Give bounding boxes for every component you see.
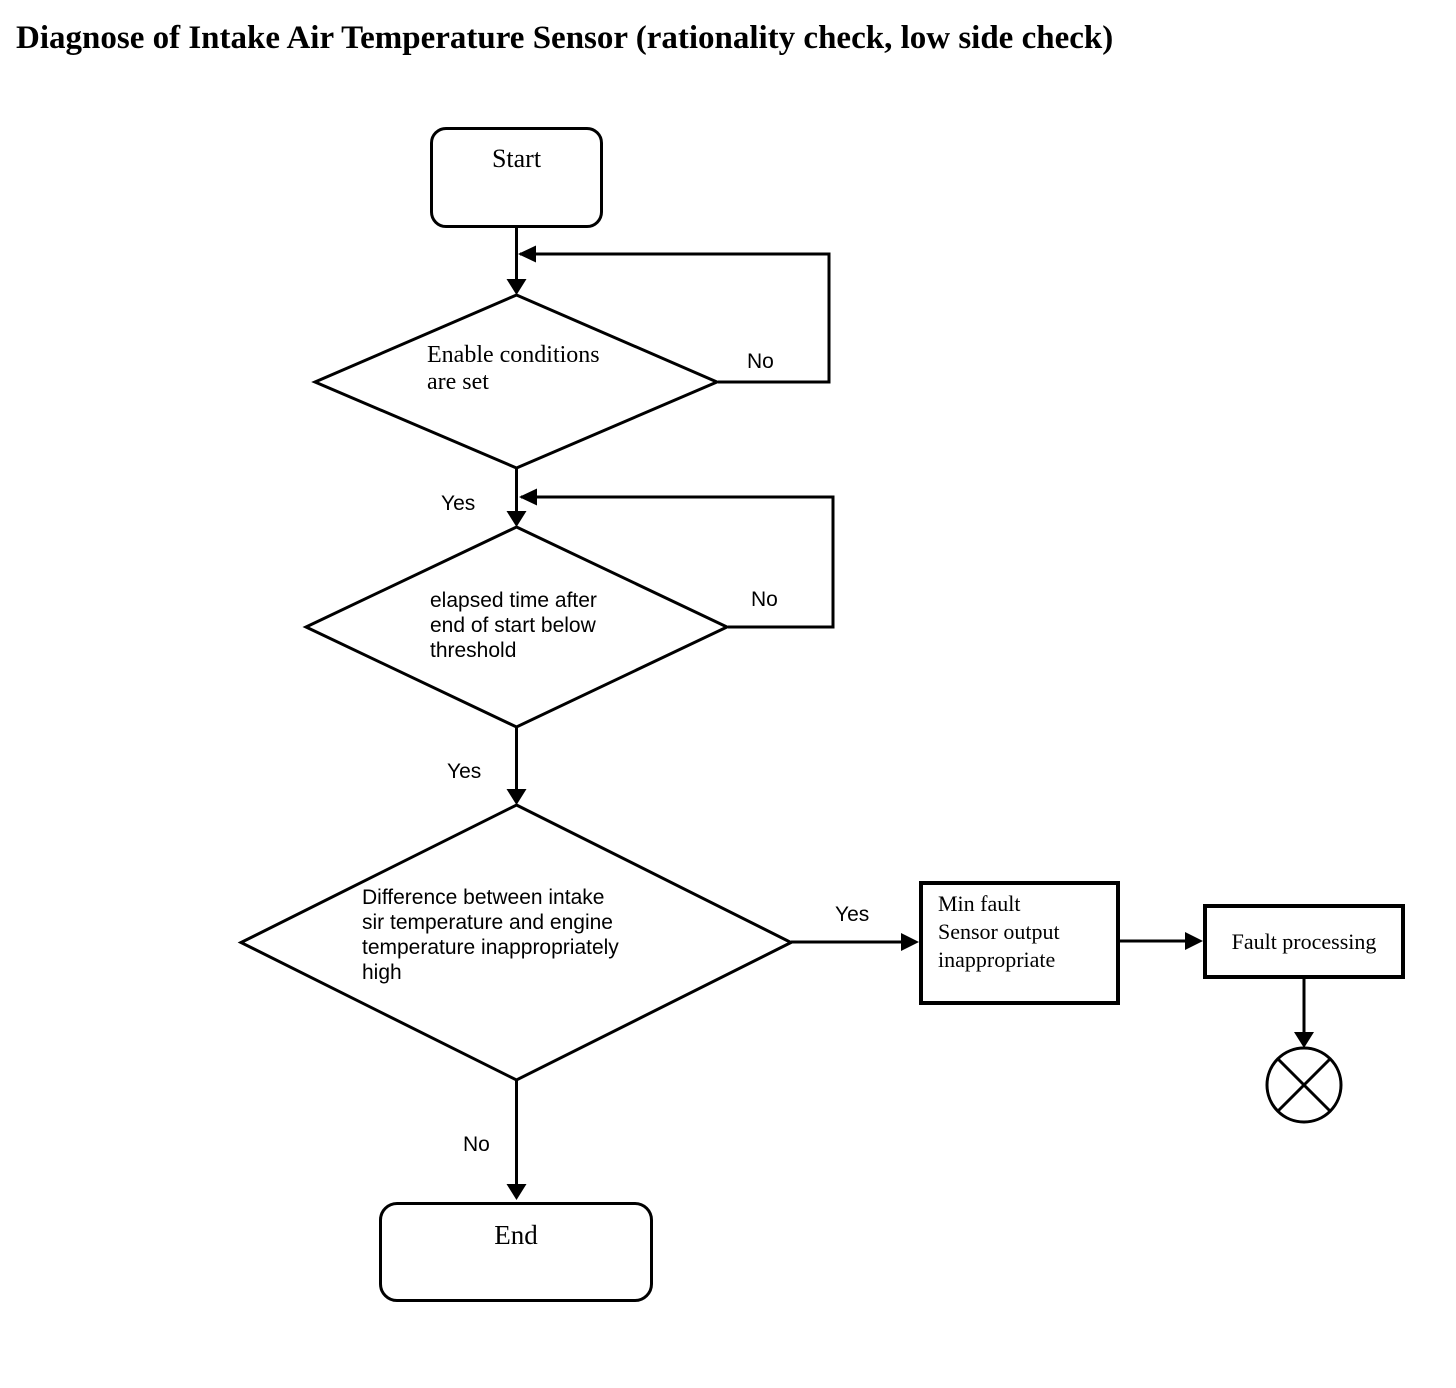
- arrowhead-down-into-decision2: [506, 511, 527, 527]
- arrowhead-right-into-min-fault: [901, 933, 919, 951]
- arrowhead-left-no-loop-2: [519, 488, 537, 506]
- connector-no-loop-2: [521, 495, 835, 629]
- arrowhead-left-no-loop-1: [518, 245, 536, 263]
- min-fault-node: Min fault Sensor output inappropriate: [919, 881, 1120, 1005]
- edge-label-decision2-yes: Yes: [447, 760, 482, 783]
- decision-difference-label: Difference between intake sir temperatur…: [362, 886, 619, 984]
- page-title: Diagnose of Intake Air Temperature Senso…: [16, 20, 1114, 56]
- decision-elapsed-label: elapsed time after end of start below th…: [430, 589, 597, 662]
- connector-no-loop-1: [520, 252, 831, 384]
- edge-label-decision3-no: No: [463, 1133, 490, 1156]
- arrowhead-down-into-end: [506, 1184, 527, 1200]
- min-fault-node-label: Min fault Sensor output inappropriate: [938, 891, 1060, 972]
- start-node: Start: [430, 127, 603, 228]
- end-node-label: End: [494, 1220, 538, 1250]
- arrowhead-down-into-decision3: [506, 789, 527, 805]
- arrowhead-down-into-terminator: [1294, 1032, 1314, 1048]
- edge-label-decision3-yes: Yes: [835, 903, 870, 926]
- start-node-label: Start: [491, 144, 542, 173]
- fault-processing-node: Fault processing: [1203, 904, 1405, 979]
- arrowhead-right-into-fault-processing: [1185, 932, 1203, 950]
- fault-processing-node-label: Fault processing: [1231, 928, 1377, 954]
- decision-enable-label: Enable conditions are set: [427, 342, 600, 395]
- edge-label-decision1-yes: Yes: [441, 492, 476, 515]
- circled-x-stroke-2: [1276, 1057, 1332, 1113]
- arrowhead-down-into-decision1: [506, 279, 527, 295]
- end-node: End: [379, 1202, 653, 1302]
- edge-label-decision2-no: No: [751, 588, 778, 611]
- edge-label-decision1-no: No: [747, 350, 774, 373]
